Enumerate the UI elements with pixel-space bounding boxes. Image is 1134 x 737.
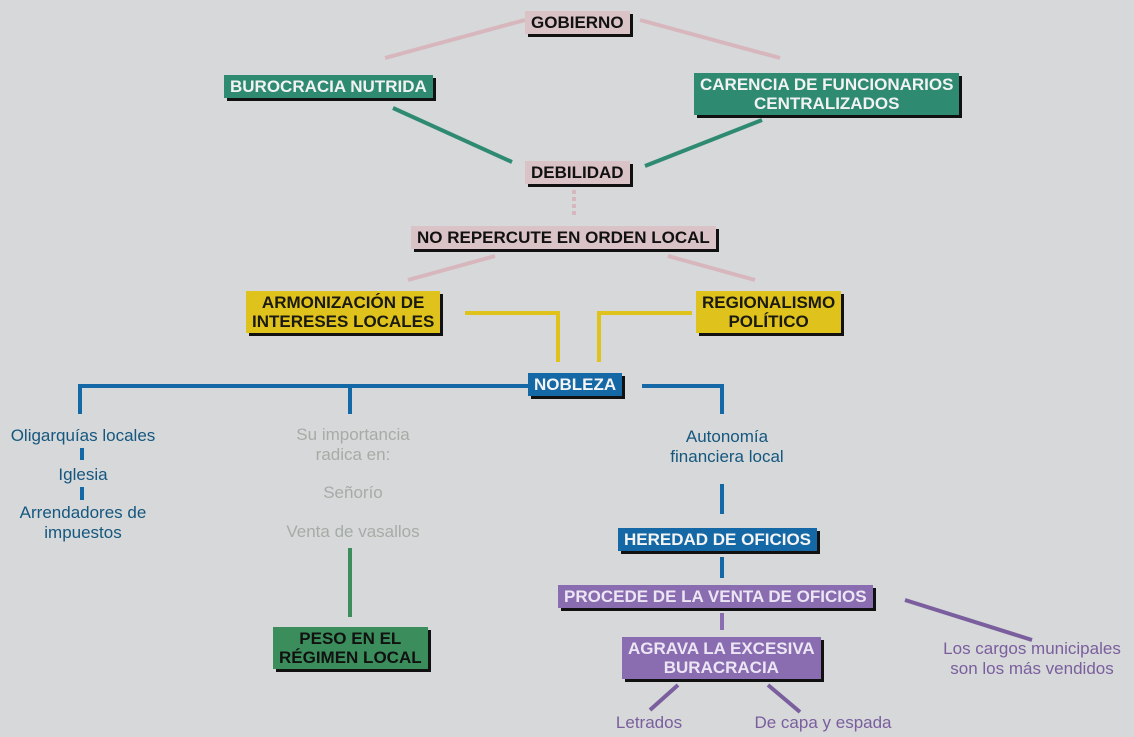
node-gobierno: GOBIERNO <box>525 11 630 34</box>
node-agrava-line2: BURACRACIA <box>663 658 779 677</box>
node-gobierno-text: GOBIERNO <box>531 13 624 32</box>
connector-burocracia-debilidad <box>392 106 513 164</box>
label-cargos-line2: son los más vendidos <box>950 659 1114 678</box>
node-heredad-text: HEREDAD DE OFICIOS <box>624 530 812 549</box>
connector-armonizacion-nobleza <box>465 311 560 362</box>
connector-procede-cargos <box>904 598 1033 642</box>
node-agrava-burocracia: AGRAVA LA EXCESIVA BURACRACIA <box>622 637 821 679</box>
node-burocracia-nutrida: BUROCRACIA NUTRIDA <box>224 75 433 98</box>
label-autonomia: Autonomía financiera local <box>642 427 812 467</box>
label-venta-vasallos: Venta de vasallos <box>286 522 420 541</box>
label-iglesia: Iglesia <box>58 465 108 484</box>
node-procede-venta: PROCEDE DE LA VENTA DE OFICIOS <box>558 585 873 608</box>
label-autonomia-line2: financiera local <box>670 447 784 466</box>
label-arrendadores-line1: Arrendadores de <box>19 503 147 522</box>
label-arrendadores: Arrendadores de impuestos <box>0 503 166 543</box>
label-oligarquias: Oligarquías locales <box>10 426 156 445</box>
node-nobleza: NOBLEZA <box>528 373 623 396</box>
node-burocracia-nutrida-text: BUROCRACIA NUTRIDA <box>230 77 427 96</box>
node-debilidad: DEBILIDAD <box>525 161 630 184</box>
node-carencia-line1: CARENCIA DE FUNCIONARIOS <box>700 75 954 94</box>
label-importancia: Su importancia radica en: <box>270 425 436 465</box>
node-regionalismo-line1: REGIONALISMO <box>702 293 836 312</box>
label-cargos-municipales: Los cargos municipales son los más vendi… <box>930 639 1134 679</box>
label-arrendadores-line2: impuestos <box>44 523 122 542</box>
connector-agrava-letrados <box>648 683 680 712</box>
connector-regionalismo-nobleza <box>597 311 692 362</box>
connector-agrava-capa <box>766 683 802 714</box>
node-peso-line2: RÉGIMEN LOCAL <box>279 648 422 667</box>
node-armonizacion-line1: ARMONIZACIÓN DE <box>261 293 425 312</box>
label-importancia-line2: radica en: <box>315 445 391 464</box>
label-cargos-line1: Los cargos municipales <box>943 639 1121 658</box>
node-heredad-oficios: HEREDAD DE OFICIOS <box>618 528 818 551</box>
label-importancia-line1: Su importancia <box>296 425 410 444</box>
node-carencia-line2: CENTRALIZADOS <box>753 94 900 113</box>
connector-norepercute-regionalismo <box>667 254 756 282</box>
connector-norepercute-armonizacion <box>407 254 496 282</box>
node-peso-line1: PESO EN EL <box>299 629 402 648</box>
label-letrados: Letrados <box>615 713 683 732</box>
connector-nobleza-left <box>78 384 528 414</box>
connector-nobleza-right <box>642 384 724 414</box>
node-regionalismo-line2: POLÍTICO <box>728 312 809 331</box>
label-autonomia-line1: Autonomía <box>685 427 769 446</box>
node-armonizacion-line2: INTERESES LOCALES <box>252 312 435 331</box>
label-senorio: Señorío <box>323 483 383 502</box>
node-agrava-line1: AGRAVA LA EXCESIVA <box>628 639 815 658</box>
connector-carencia-debilidad <box>644 118 763 168</box>
node-peso-regimen: PESO EN EL RÉGIMEN LOCAL <box>273 627 428 669</box>
node-no-repercute: NO REPERCUTE EN ORDEN LOCAL <box>411 226 716 249</box>
label-capa-espada: De capa y espada <box>754 713 892 732</box>
node-debilidad-text: DEBILIDAD <box>531 163 624 182</box>
node-carencia-funcionarios: CARENCIA DE FUNCIONARIOS CENTRALIZADOS <box>694 73 960 115</box>
node-no-repercute-text: NO REPERCUTE EN ORDEN LOCAL <box>417 228 710 247</box>
node-nobleza-text: NOBLEZA <box>534 375 617 394</box>
node-procede-text: PROCEDE DE LA VENTA DE OFICIOS <box>564 587 867 606</box>
connector-gobierno-carencia <box>639 18 781 60</box>
node-regionalismo: REGIONALISMO POLÍTICO <box>696 291 842 333</box>
connector-gobierno-burocracia <box>384 18 526 60</box>
node-armonizacion: ARMONIZACIÓN DE INTERESES LOCALES <box>246 291 441 333</box>
